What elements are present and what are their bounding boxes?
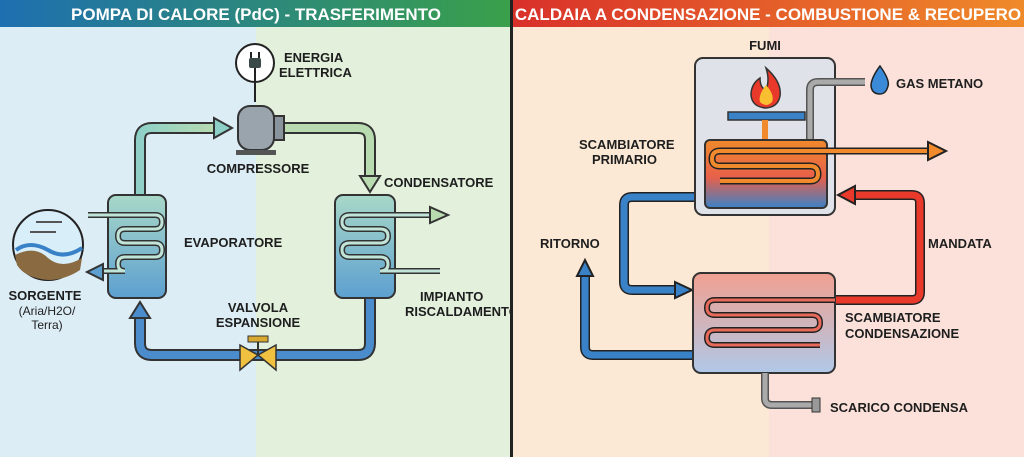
hot-output-arrow: [927, 140, 949, 162]
evaporator: [84, 194, 167, 299]
source-label: SORGENTE: [9, 288, 82, 303]
condensing-exchanger: [692, 272, 836, 374]
arrow-to-condensing-exchanger: [674, 280, 695, 300]
heat-pump-header: [0, 0, 511, 27]
evaporator-label: EVAPORATORE: [184, 235, 283, 250]
heating-system-label-2: RISCALDAMENTO: [405, 304, 519, 319]
panel-divider: [510, 0, 513, 457]
primary-exchanger-label: SCAMBIATORE: [579, 137, 675, 152]
primary-exchanger: [704, 139, 828, 209]
boiler-panel: CALDAIA A CONDENSAZIONE - COMBUSTIONE & …: [513, 0, 1024, 457]
arrow-to-condenser: [358, 175, 382, 194]
source-sub-label: (Aria/H2O/: [19, 304, 76, 318]
boiler-header: [513, 0, 1024, 27]
arrow-to-evaporator: [128, 300, 152, 319]
heat-pump-panel: POMPA DI CALORE (PdC) - TRASFERIMENTO EN…: [0, 0, 519, 457]
gas-label: GAS METANO: [896, 76, 983, 91]
condenser: [334, 194, 451, 299]
supply-arrow: [835, 184, 856, 206]
valve-label-2: ESPANSIONE: [216, 315, 301, 330]
heating-system-label: IMPIANTO: [420, 289, 483, 304]
condensing-exchanger-label-2: CONDENSAZIONE: [845, 326, 959, 341]
gas-drop-icon: [870, 64, 890, 95]
compressor-label: COMPRESSORE: [207, 161, 310, 176]
return-arrow: [575, 257, 595, 277]
arrow-to-compressor: [213, 116, 235, 140]
burner-stem: [762, 120, 768, 140]
source-icon: [12, 209, 84, 281]
valve-label: VALVOLA: [228, 300, 289, 315]
condensing-exchanger-label: SCAMBIATORE: [845, 310, 941, 325]
plug-icon: [235, 43, 275, 102]
supply-label: MANDATA: [928, 236, 992, 251]
water-circuit: [580, 190, 925, 360]
fumes-label: FUMI: [749, 38, 781, 53]
return-label: RITORNO: [540, 236, 600, 251]
burner: [727, 111, 806, 121]
boiler-title: CALDAIA A CONDENSAZIONE - COMBUSTIONE & …: [515, 5, 1021, 24]
energy-label: ENERGIA: [284, 50, 344, 65]
condenser-label: CONDENSATORE: [384, 175, 494, 190]
flame-icon: [750, 65, 781, 109]
energy-label-2: ELETTRICA: [279, 65, 353, 80]
expansion-valve-icon: [239, 335, 277, 372]
drain-label: SCARICO CONDENSA: [830, 400, 969, 415]
source-sub-label-2: Terra): [31, 318, 62, 332]
compressor-icon: [236, 105, 285, 155]
primary-exchanger-label-2: PRIMARIO: [592, 152, 657, 167]
heat-pump-title: POMPA DI CALORE (PdC) - TRASFERIMENTO: [71, 5, 441, 24]
